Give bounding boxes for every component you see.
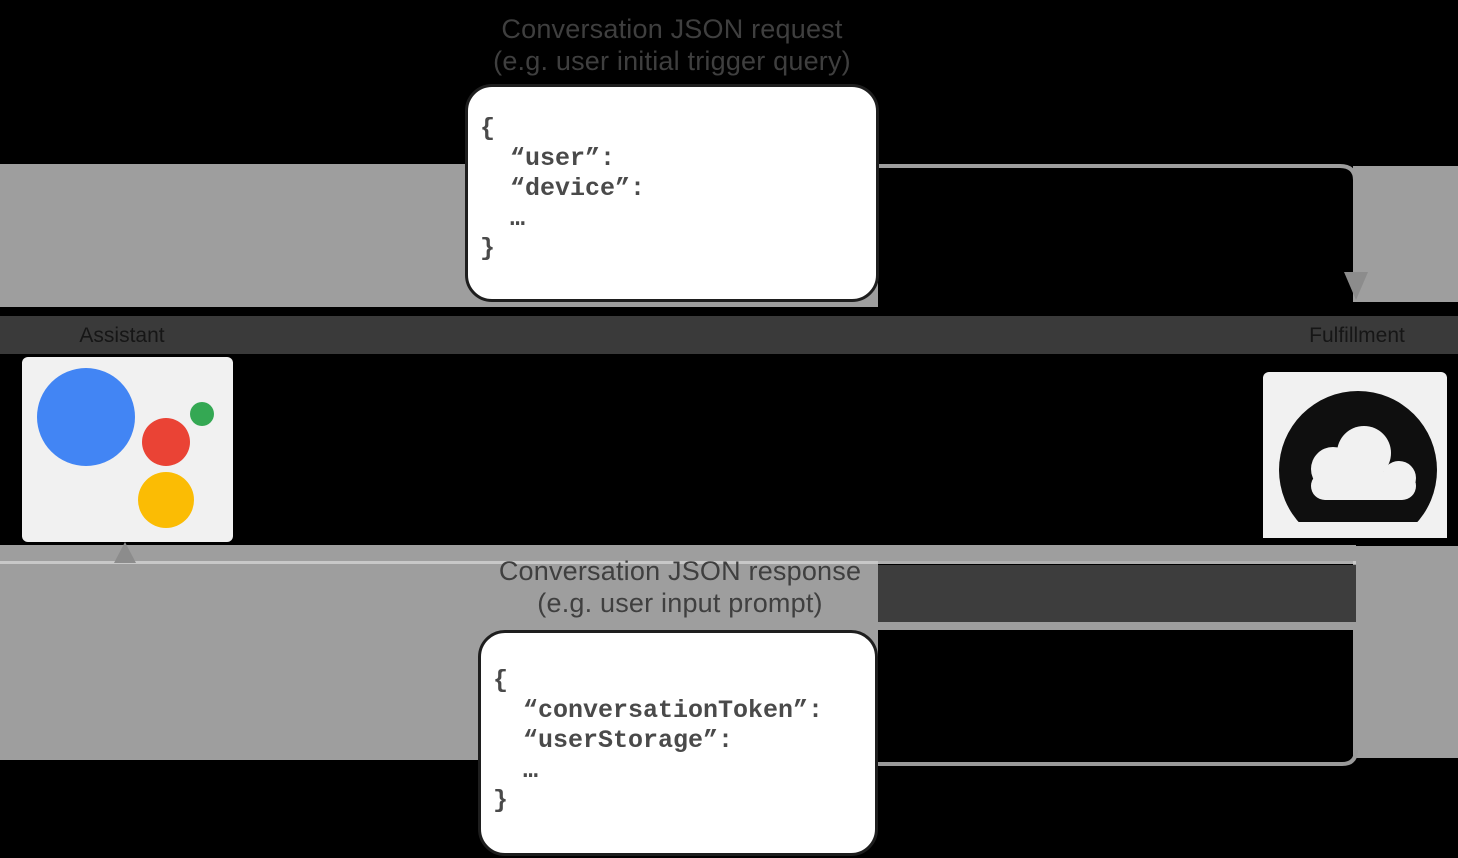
assistant-logo-green-circle — [190, 402, 214, 426]
request-title: Conversation JSON request (e.g. user ini… — [292, 13, 1052, 77]
response-arrow-right-segment — [1353, 546, 1458, 758]
request-title-line2: (e.g. user initial trigger query) — [493, 46, 851, 76]
assistant-logo-red-circle — [142, 418, 190, 466]
response-json-callout: { “conversationToken”: “userStorage”: … … — [478, 630, 878, 856]
request-arrow-right-segment — [1353, 166, 1458, 302]
fulfillment-node — [1263, 372, 1447, 549]
response-connector-line — [878, 749, 1358, 766]
request-json-code: { “user”: “device”: … } — [480, 114, 646, 263]
response-band-highlight-line — [0, 561, 1356, 564]
request-connector-line — [878, 164, 1357, 268]
response-title: Conversation JSON response (e.g. user in… — [300, 555, 1060, 619]
assistant-label: Assistant — [79, 324, 165, 347]
response-band-shadow-strip — [878, 565, 1356, 622]
response-connector-strip — [878, 622, 1356, 630]
assistant-logo-blue-circle — [37, 368, 135, 466]
assistant-logo-yellow-circle — [138, 472, 194, 528]
response-title-line1: Conversation JSON response — [498, 556, 862, 586]
request-title-line1: Conversation JSON request — [501, 14, 843, 44]
response-title-line2: (e.g. user input prompt) — [537, 588, 823, 618]
node-label-stripe — [0, 316, 1458, 354]
response-band-top-sliver — [878, 545, 1356, 561]
cloud-icon — [1263, 391, 1447, 549]
request-json-callout: { “user”: “device”: … } — [465, 84, 879, 302]
response-json-code: { “conversationToken”: “userStorage”: … … — [493, 666, 824, 815]
fulfillment-label: Fulfillment — [1309, 324, 1405, 347]
